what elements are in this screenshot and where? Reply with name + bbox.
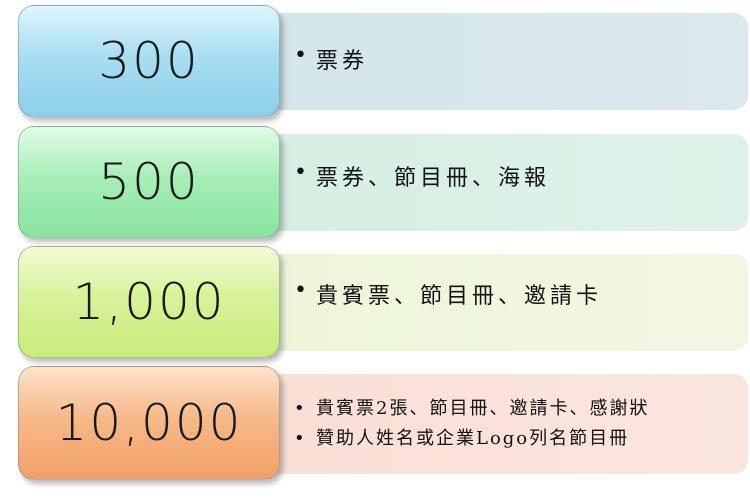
tier-300-benefit-list: • 票券 — [290, 13, 748, 75]
tier-300-amount-box: 300 — [18, 5, 280, 117]
benefit-item: • 贊助人姓名或企業Logo列名節目冊 — [290, 424, 748, 454]
benefit-item: • 票券 — [290, 43, 748, 75]
benefit-text: 贊助人姓名或企業Logo列名節目冊 — [316, 428, 630, 449]
benefit-text: 票券 — [316, 49, 369, 74]
tier-500-amount-box: 500 — [18, 126, 280, 238]
tier-10000-benefit-list: • 貴賓票2張、節目冊、邀請卡、感謝狀 • 贊助人姓名或企業Logo列名節目冊 — [290, 374, 748, 454]
benefit-text: 貴賓票2張、節目冊、邀請卡、感謝狀 — [316, 398, 650, 419]
benefit-item: • 票券、節目冊、海報 — [290, 160, 748, 192]
tier-1000: • 貴賓票、節目冊、邀請卡 1,000 — [0, 244, 750, 359]
benefit-item: • 貴賓票、節目冊、邀請卡 — [290, 278, 748, 310]
benefit-item: • 貴賓票2張、節目冊、邀請卡、感謝狀 — [290, 394, 748, 424]
benefit-text: 貴賓票、節目冊、邀請卡 — [316, 284, 603, 309]
tier-10000: • 貴賓票2張、節目冊、邀請卡、感謝狀 • 贊助人姓名或企業Logo列名節目冊 … — [0, 364, 750, 484]
tier-amount: 1,000 — [72, 273, 226, 331]
bullet-icon: • — [294, 428, 307, 449]
bullet-icon: • — [294, 160, 311, 185]
benefit-text: 票券、節目冊、海報 — [316, 166, 551, 191]
tier-300-benefits-panel: • 票券 — [260, 13, 748, 110]
tier-amount: 500 — [98, 153, 200, 211]
tier-10000-benefits-panel: • 貴賓票2張、節目冊、邀請卡、感謝狀 • 贊助人姓名或企業Logo列名節目冊 — [260, 374, 748, 474]
tier-1000-benefit-list: • 貴賓票、節目冊、邀請卡 — [290, 254, 748, 310]
bullet-icon: • — [294, 278, 311, 303]
tier-1000-benefits-panel: • 貴賓票、節目冊、邀請卡 — [260, 254, 748, 351]
tier-500: • 票券、節目冊、海報 500 — [0, 124, 750, 239]
tier-amount: 10,000 — [55, 394, 243, 452]
tier-500-benefit-list: • 票券、節目冊、海報 — [290, 134, 748, 192]
bullet-icon: • — [294, 398, 307, 419]
tier-amount: 300 — [98, 32, 200, 90]
tier-300: • 票券 300 — [0, 3, 750, 118]
tier-1000-amount-box: 1,000 — [18, 246, 280, 358]
tier-10000-amount-box: 10,000 — [18, 366, 280, 480]
tier-500-benefits-panel: • 票券、節目冊、海報 — [260, 134, 748, 231]
bullet-icon: • — [294, 43, 311, 68]
